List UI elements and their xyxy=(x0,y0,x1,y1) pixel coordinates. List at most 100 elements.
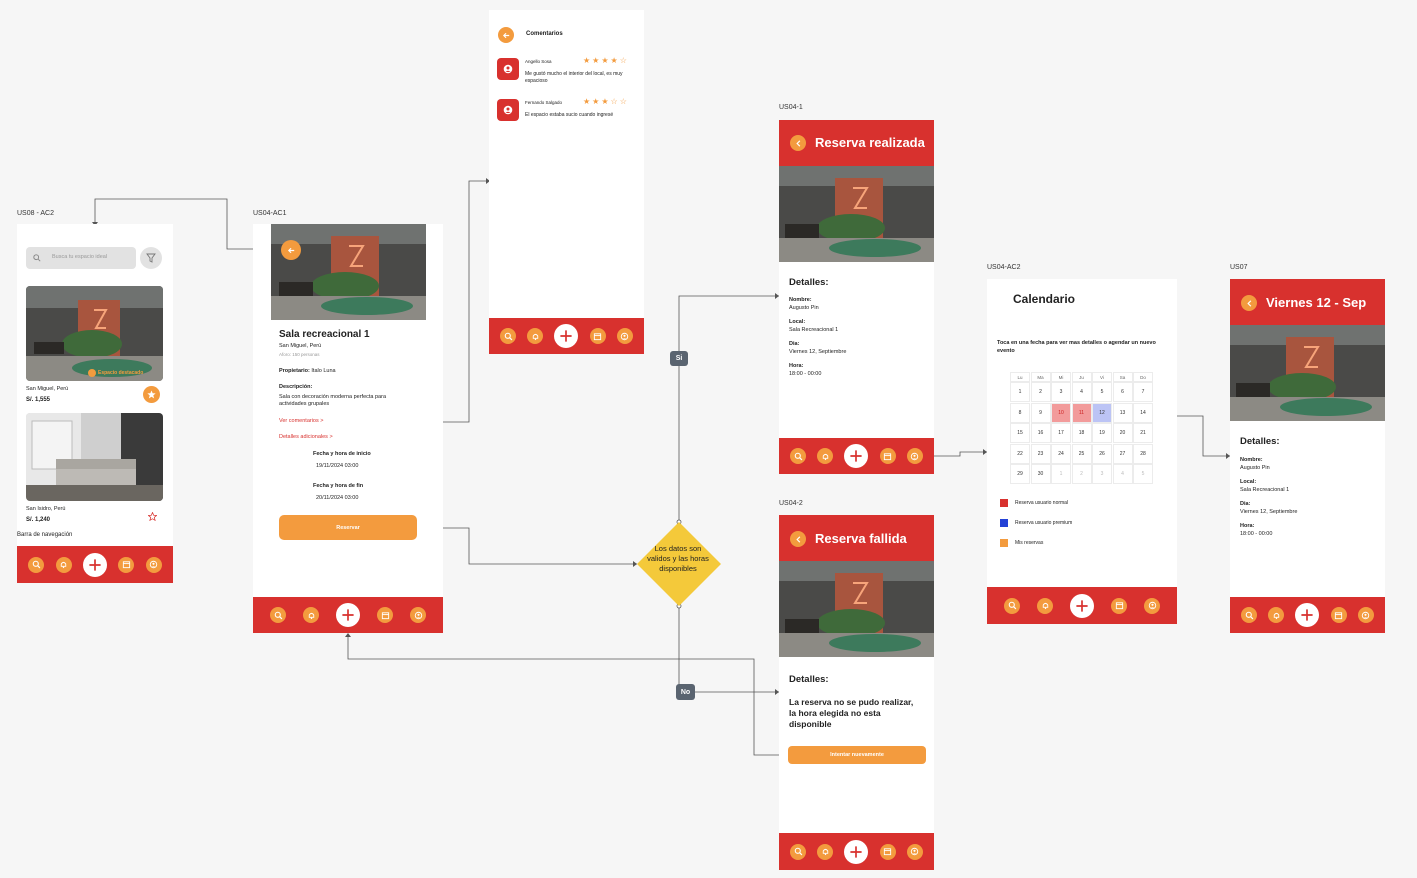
calendar-day[interactable]: 20 xyxy=(1112,423,1133,443)
start-value[interactable]: 19/11/2024 03:00 xyxy=(316,463,359,469)
nav-calendar-button[interactable] xyxy=(377,607,393,623)
frame-us04ac1: Sala recreacional 1 San Miguel, Perú Afo… xyxy=(253,224,443,633)
nav-bell-button[interactable] xyxy=(303,607,319,623)
frame-us041: Reserva realizada Detalles: Nombre: Augu… xyxy=(779,120,934,474)
calendar-day[interactable]: 6 xyxy=(1112,382,1133,402)
calendar-day[interactable]: 11 xyxy=(1071,402,1092,423)
calendar-day[interactable]: 18 xyxy=(1071,423,1092,443)
nav-user-button[interactable] xyxy=(145,556,162,573)
nav-user-button[interactable] xyxy=(1357,607,1374,623)
nav-bell-button[interactable] xyxy=(1037,597,1053,614)
reserve-button[interactable]: Reservar xyxy=(279,515,417,540)
calendar-day[interactable]: 28 xyxy=(1133,443,1153,464)
calendar-day[interactable]: 14 xyxy=(1133,402,1153,423)
nav-plus-button[interactable] xyxy=(1295,603,1320,627)
nav-calendar-button[interactable] xyxy=(879,448,896,464)
calendar-day[interactable]: 5 xyxy=(1133,464,1153,484)
nav-calendar-button[interactable] xyxy=(1330,607,1347,623)
nav-user-button[interactable] xyxy=(1144,597,1160,614)
nav-bell-button[interactable] xyxy=(817,843,834,860)
calendar-day[interactable]: 8 xyxy=(1010,402,1030,423)
nav-bell-button[interactable] xyxy=(527,328,544,344)
day-label: Dia: xyxy=(1240,501,1251,507)
calendar-day[interactable]: 26 xyxy=(1092,443,1112,464)
favorite-button[interactable] xyxy=(145,509,159,523)
back-button[interactable] xyxy=(1241,295,1257,311)
nav-calendar-button[interactable] xyxy=(589,328,606,344)
calendar-day[interactable]: 21 xyxy=(1133,423,1153,443)
end-value[interactable]: 20/11/2024 03:00 xyxy=(316,495,359,501)
nav-bell-button[interactable] xyxy=(817,448,834,464)
calendar-day[interactable]: 9 xyxy=(1030,402,1051,423)
calendar-day[interactable]: 1 xyxy=(1010,382,1030,402)
plus-icon xyxy=(850,450,863,462)
nav-search-button[interactable] xyxy=(1004,597,1020,614)
filter-button[interactable] xyxy=(140,247,162,269)
day-label: Dia: xyxy=(789,341,800,347)
calendar-day[interactable]: 19 xyxy=(1092,423,1112,443)
calendar-day[interactable]: 17 xyxy=(1051,423,1071,443)
weekday-header: Ma xyxy=(1030,372,1051,382)
calendar-day[interactable]: 16 xyxy=(1030,423,1051,443)
day-value: Viernes 12, Septiembre xyxy=(789,349,847,355)
nav-search-button[interactable] xyxy=(790,448,807,464)
nav-search-button[interactable] xyxy=(270,607,286,623)
nav-plus-button[interactable] xyxy=(554,324,579,348)
calendar-day[interactable]: 3 xyxy=(1051,382,1071,402)
calendar-day[interactable]: 2 xyxy=(1030,382,1051,402)
calendar-day[interactable]: 4 xyxy=(1071,382,1092,402)
favorite-button-active[interactable] xyxy=(143,386,160,403)
nav-calendar-button[interactable] xyxy=(118,556,135,573)
space-photo-2[interactable] xyxy=(26,413,163,501)
back-arrow-icon xyxy=(795,535,800,543)
nav-search-button[interactable] xyxy=(500,328,517,344)
back-button[interactable] xyxy=(790,135,806,151)
calendar-day[interactable]: 22 xyxy=(1010,443,1030,464)
calendar-day[interactable]: 23 xyxy=(1030,443,1051,464)
comments-link[interactable]: Ver comentarios > xyxy=(279,418,324,424)
nav-bell-button[interactable] xyxy=(1268,607,1285,623)
nav-calendar-button[interactable] xyxy=(879,843,896,860)
calendar-day[interactable]: 13 xyxy=(1112,402,1133,423)
calendar-day[interactable]: 25 xyxy=(1071,443,1092,464)
legend-swatch-normal xyxy=(1000,499,1008,507)
calendar-day[interactable]: 7 xyxy=(1133,382,1153,402)
nav-user-button[interactable] xyxy=(410,607,426,623)
calendar-day[interactable]: 2 xyxy=(1071,464,1092,484)
space-photo-1[interactable]: Espacio destacado xyxy=(26,286,163,381)
calendar-day[interactable]: 1 xyxy=(1051,464,1071,484)
calendar-day[interactable]: 29 xyxy=(1010,464,1030,484)
retry-button[interactable]: Intentar nuevamente xyxy=(788,746,926,764)
connector-no xyxy=(678,606,779,693)
nav-user-button[interactable] xyxy=(616,328,633,344)
nav-search-button[interactable] xyxy=(1241,607,1258,623)
nav-search-button[interactable] xyxy=(28,556,45,573)
nav-plus-button[interactable] xyxy=(844,444,869,468)
back-button[interactable] xyxy=(498,27,514,43)
bottom-nav-us042 xyxy=(779,833,934,870)
nav-search-button[interactable] xyxy=(790,843,807,860)
search-input[interactable]: Busca tu espacio ideal xyxy=(26,247,136,269)
calendar-day[interactable]: 5 xyxy=(1092,382,1112,402)
nav-plus-button[interactable] xyxy=(1070,593,1094,618)
calendar-day[interactable]: 12 xyxy=(1092,402,1112,423)
user-icon xyxy=(503,64,513,74)
header-title: Viernes 12 - Sep xyxy=(1266,295,1367,310)
nav-plus-button[interactable] xyxy=(82,552,107,577)
nav-calendar-button[interactable] xyxy=(1111,597,1127,614)
calendar-day[interactable]: 24 xyxy=(1051,443,1071,464)
nav-bell-button[interactable] xyxy=(55,556,72,573)
calendar-day[interactable]: 15 xyxy=(1010,423,1030,443)
nav-plus-button[interactable] xyxy=(336,603,360,627)
calendar-day[interactable]: 10 xyxy=(1051,402,1071,423)
calendar-day[interactable]: 30 xyxy=(1030,464,1051,484)
calendar-day[interactable]: 3 xyxy=(1092,464,1112,484)
calendar-day[interactable]: 27 xyxy=(1112,443,1133,464)
nav-plus-button[interactable] xyxy=(844,839,869,864)
nav-user-button[interactable] xyxy=(906,843,923,860)
details-link[interactable]: Detalles adicionales > xyxy=(279,434,333,440)
back-button[interactable] xyxy=(790,531,806,547)
nav-user-button[interactable] xyxy=(906,448,923,464)
calendar-day[interactable]: 4 xyxy=(1112,464,1133,484)
back-button[interactable] xyxy=(281,240,301,260)
